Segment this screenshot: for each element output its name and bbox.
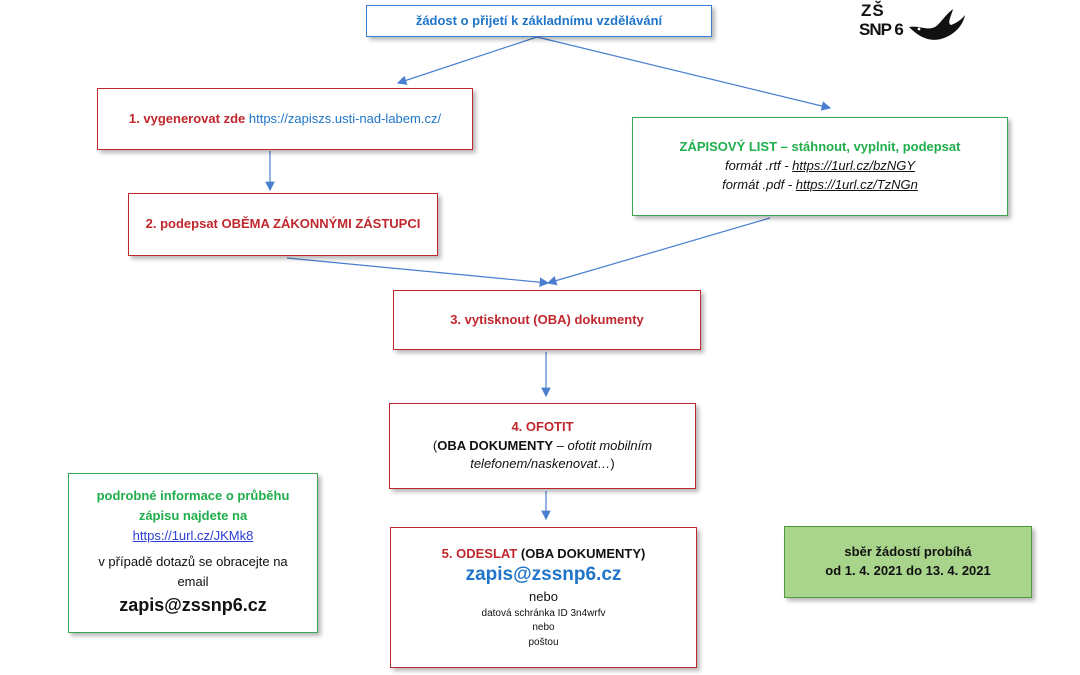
- step4-italic2: telefonem/naskenovat…: [470, 456, 611, 472]
- arrow-step2-to-step3: [286, 257, 550, 287]
- info-box: podrobné informace o průběhu zápisu najd…: [68, 473, 318, 633]
- application-label: žádost o přijetí k základnímu vzdělávání: [415, 12, 663, 28]
- step3-label: 3. vytisknout (OBA) dokumenty: [450, 311, 644, 327]
- dates-line2: od 1. 4. 2021 do 13. 4. 2021: [825, 563, 991, 578]
- arrow-top-to-zapis: [536, 36, 832, 111]
- pdf-link[interactable]: https://1url.cz/TzNGn: [795, 176, 918, 192]
- step4-paren-close: ): [610, 456, 615, 472]
- step5-box: 5. ODESLAT (OBA DOKUMENTY) zapis@zssnp6.…: [390, 527, 697, 668]
- step4-dash: –: [553, 437, 568, 453]
- step5-title: 5. ODESLAT: [441, 545, 518, 561]
- step1-box: 1. vygenerovat zde https://zapiszs.usti-…: [97, 88, 473, 150]
- school-logo: ZŠ SNP 6: [857, 1, 969, 49]
- arrow-top-to-step1: [396, 36, 538, 85]
- step4-italic1: ofotit mobilním: [567, 437, 653, 453]
- dates-line1: sběr žádostí probíhá: [844, 544, 972, 560]
- step2-box: 2. podepsat OBĚMA ZÁKONNÝMI ZÁSTUPCI: [128, 193, 438, 256]
- logo-text-bottom: SNP 6: [859, 20, 904, 39]
- rtf-link[interactable]: https://1url.cz/bzNGY: [792, 158, 915, 174]
- step4-paren-open: (: [432, 437, 438, 453]
- step3-box: 3. vytisknout (OBA) dokumenty: [393, 290, 701, 350]
- step5-or2: nebo: [532, 622, 555, 634]
- info-link[interactable]: https://1url.cz/JKMk8: [132, 527, 254, 543]
- info-email[interactable]: zapis@zssnp6.cz: [119, 595, 267, 616]
- step4-title: 4. OFOTIT: [511, 418, 574, 434]
- dates-box: sběr žádostí probíhá od 1. 4. 2021 do 13…: [784, 526, 1032, 598]
- application-box: žádost o přijetí k základnímu vzdělávání: [366, 5, 712, 37]
- step5-post: poštou: [528, 636, 559, 648]
- info-question1: v případě dotazů se obracejte na: [98, 554, 288, 570]
- step5-title-rest: (OBA DOKUMENTY): [517, 545, 646, 561]
- step5-email[interactable]: zapis@zssnp6.cz: [465, 564, 622, 586]
- enrollment-form-box: ZÁPISOVÝ LIST – stáhnout, vyplnit, podep…: [632, 117, 1008, 216]
- step1-label: 1. vygenerovat zde: [128, 110, 246, 126]
- step1-url[interactable]: https://zapiszs.usti-nad-labem.cz/: [248, 110, 442, 126]
- logo-text-top: ZŠ: [861, 1, 885, 20]
- info-line1: podrobné informace o průběhu: [96, 487, 290, 503]
- info-line2: zápisu najdete na: [138, 507, 248, 523]
- step2-label: 2. podepsat OBĚMA ZÁKONNÝMI ZÁSTUPCI: [145, 216, 421, 232]
- pdf-label: formát .pdf -: [722, 176, 793, 192]
- step4-bold: OBA DOKUMENTY: [437, 437, 554, 453]
- info-question2: email: [177, 574, 209, 590]
- arrow-zapis-to-step3: [546, 217, 771, 286]
- rtf-label: formát .rtf -: [724, 158, 789, 174]
- step4-box: 4. OFOTIT (OBA DOKUMENTY – ofotit mobiln…: [389, 403, 696, 489]
- step5-databox: datová schránka ID 3n4wrfv: [481, 607, 606, 619]
- step5-or1: nebo: [529, 589, 558, 605]
- enrollment-form-title: ZÁPISOVÝ LIST – stáhnout, vyplnit, podep…: [679, 139, 961, 155]
- dove-icon: [909, 9, 965, 40]
